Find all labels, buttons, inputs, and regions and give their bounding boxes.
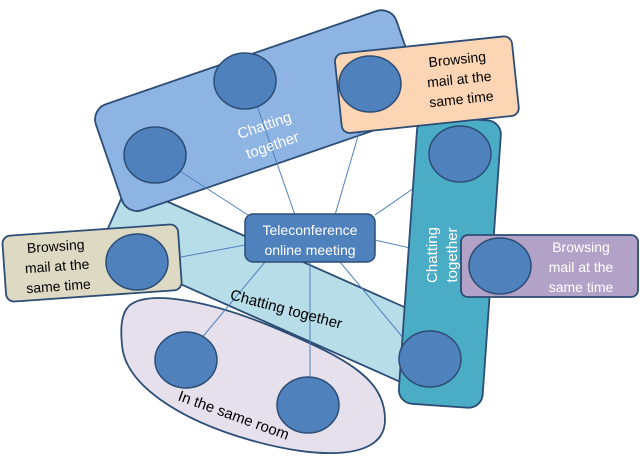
callout-right-line3: same time (549, 279, 614, 295)
callout-top-right-text: Browsing mail at the same time (426, 48, 494, 111)
participant-node[interactable] (105, 233, 169, 291)
callout-left-line2: mail at the (24, 256, 90, 276)
center-label-line1: Teleconference (263, 222, 358, 238)
participant-node[interactable] (276, 376, 340, 434)
callout-left-line1: Browsing (26, 236, 85, 256)
callout-top-right-line1: Browsing (428, 48, 487, 70)
callout-top-right-line3: same time (428, 88, 494, 111)
callout-right-text: Browsing mail at the same time (549, 239, 614, 295)
callout-left-line3: same time (26, 276, 92, 296)
participant-nodes (105, 52, 532, 434)
center-label-line2: online meeting (264, 242, 355, 258)
callout-top-right-line2: mail at the (426, 68, 492, 91)
participant-node[interactable] (154, 331, 218, 389)
right-group-label-line1: Chatting (424, 227, 441, 283)
participant-node[interactable] (398, 330, 462, 388)
right-group-label-line2: together (444, 227, 461, 282)
callout-right-line2: mail at the (549, 259, 614, 275)
connector-line (199, 261, 266, 341)
connector-line (254, 99, 296, 216)
callout-right-line1: Browsing (552, 239, 610, 255)
participant-node[interactable] (123, 126, 187, 184)
participant-node[interactable] (338, 55, 402, 113)
participant-node[interactable] (468, 237, 532, 295)
participant-node[interactable] (213, 52, 277, 110)
participant-node[interactable] (428, 125, 492, 183)
center-node[interactable]: Teleconference online meeting (244, 213, 376, 263)
center-box[interactable] (244, 213, 376, 263)
callout-left-text: Browsing mail at the same time (24, 236, 92, 296)
connector-line (339, 261, 406, 341)
